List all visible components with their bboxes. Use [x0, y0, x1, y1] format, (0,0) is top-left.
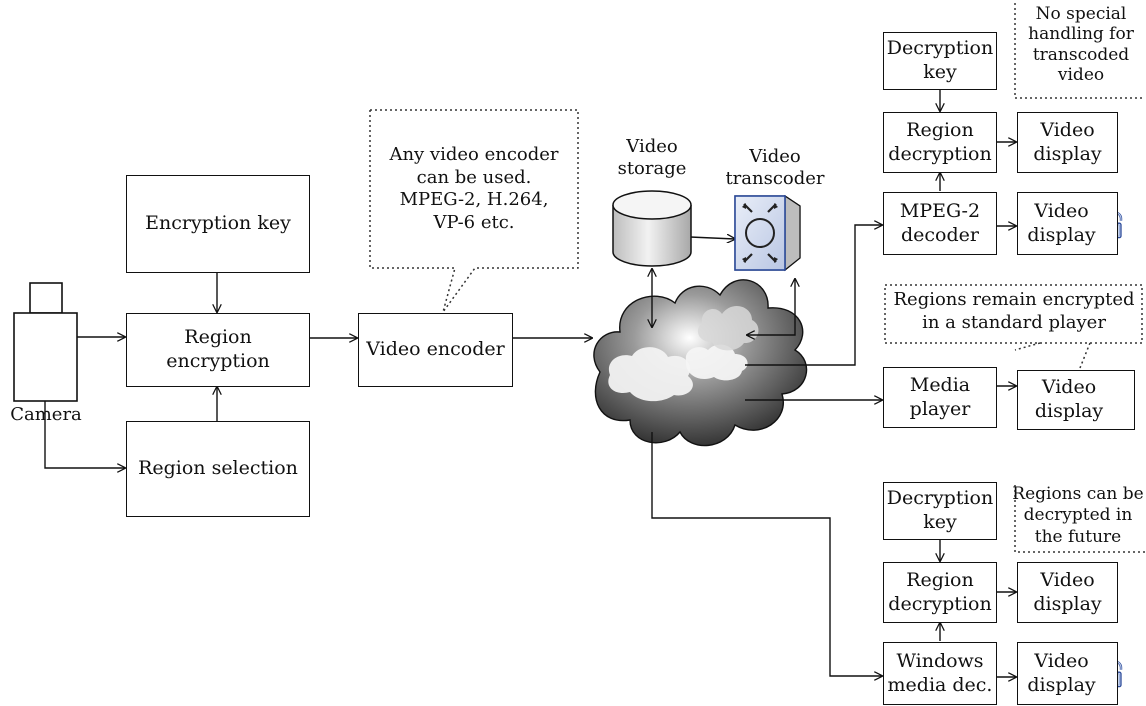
encoder-note-line-2: can be used. — [416, 166, 532, 188]
cloud-to-mpeg2-arrow — [745, 225, 882, 366]
windows-media-dec-line-2: media dec. — [887, 673, 993, 696]
no-special-line-3: transcoded — [1032, 44, 1130, 65]
transcoder-label-line-2: transcoder — [725, 167, 825, 189]
camera-label: Camera — [10, 404, 82, 425]
video-display-bottom-line-1: Video — [1040, 568, 1095, 591]
encoder-callout — [369, 109, 579, 313]
remain-encrypted-frame — [884, 284, 1143, 344]
video-display-bottom-line-2: display — [1033, 592, 1102, 615]
future-line-1: Regions can be — [1012, 484, 1144, 504]
video-display-mpeg2-line-2: display — [1027, 223, 1096, 246]
mpeg2-decoder-box: MPEG-2 decoder — [883, 192, 997, 255]
remain-encrypted-pointer — [1014, 342, 1091, 369]
region-decryption-top-line-1: Region — [906, 118, 974, 141]
decryption-key-top-line-2: key — [923, 61, 957, 83]
no-special-line-4: video — [1057, 65, 1105, 86]
future-line-2: decrypted in — [1023, 505, 1133, 526]
storage-label-line-2: storage — [617, 157, 687, 179]
remain-encrypted-line-2: in a standard player — [922, 312, 1106, 334]
encryption-key-box: Encryption key — [126, 175, 310, 273]
camera-to-selection-arrow — [44, 401, 125, 468]
cloud-network-icon — [593, 279, 808, 447]
video-display-top-box: Video display — [1017, 112, 1118, 173]
cloud-to-windows-media-arrow — [651, 432, 882, 676]
video-display-windows-box: Video display — [1017, 642, 1118, 705]
video-display-media-line-1: Video — [1041, 376, 1097, 399]
future-line-3: the future — [1034, 526, 1122, 547]
video-display-media-box: Video display — [1017, 370, 1135, 430]
no-special-line-1: No special — [1035, 4, 1127, 24]
windows-media-dec-line-1: Windows — [896, 649, 984, 672]
storage-label-line-1: Video — [626, 136, 678, 157]
region-selection-box: Region selection — [126, 421, 310, 517]
region-decryption-bottom-box: Region decryption — [883, 562, 997, 623]
windows-media-dec-box: Windows media dec. — [883, 642, 997, 705]
storage-to-transcoder-arrow — [689, 237, 735, 239]
region-encryption-line-2: encryption — [166, 350, 270, 372]
transcoder-label-line-1: Video — [749, 146, 801, 167]
decryption-key-bottom-line-1: Decryption — [886, 487, 994, 510]
transcoder-icon — [734, 194, 801, 272]
camera-icon — [13, 282, 78, 402]
region-encryption-box: Region encryption — [126, 313, 310, 387]
video-display-windows-line-1: Video — [1034, 649, 1089, 672]
video-display-windows-line-2: display — [1027, 673, 1096, 696]
transcoder-label: Video transcoder — [720, 146, 830, 190]
future-frame — [1014, 485, 1145, 553]
media-player-line-1: Media — [909, 373, 971, 396]
video-display-top-line-2: display — [1033, 142, 1102, 165]
video-display-mpeg2-line-1: Video — [1034, 199, 1089, 222]
decryption-key-bottom-line-2: key — [923, 511, 957, 533]
region-decryption-top-box: Region decryption — [883, 112, 997, 173]
region-decryption-bottom-line-2: decryption — [888, 592, 992, 615]
video-encoder-box: Video encoder — [358, 313, 513, 387]
no-special-line-2: handling for — [1028, 24, 1134, 45]
transcoder-cloud-arrow — [747, 279, 795, 335]
mpeg2-decoder-line-2: decoder — [901, 223, 979, 246]
region-selection-label: Region selection — [138, 457, 298, 480]
remain-encrypted-line-1: Regions remain encrypted — [893, 289, 1135, 310]
encoder-note-line-1: Any video encoder — [389, 144, 559, 165]
video-display-mpeg2-box: Video display — [1017, 192, 1118, 255]
video-display-top-line-1: Video — [1040, 118, 1095, 141]
video-display-bottom-box: Video display — [1017, 562, 1118, 623]
region-decryption-top-line-2: decryption — [888, 142, 992, 165]
no-special-frame — [1014, 3, 1145, 99]
region-decryption-bottom-line-1: Region — [906, 568, 974, 591]
no-special-note: No special handling for transcoded video — [1016, 4, 1146, 86]
media-player-box: Media player — [883, 367, 997, 428]
storage-label: Video storage — [610, 136, 694, 180]
decryption-key-top-box: Decryption key — [883, 32, 997, 90]
future-note: Regions can be decrypted in the future — [1010, 484, 1146, 548]
remain-encrypted-note: Regions remain encrypted in a standard p… — [886, 288, 1142, 335]
video-encoder-label: Video encoder — [366, 338, 505, 361]
region-encryption-line-1: Region — [184, 326, 252, 349]
encoder-note: Any video encoder can be used. MPEG-2, H… — [372, 144, 576, 234]
encryption-key-label: Encryption key — [145, 212, 291, 235]
database-icon — [612, 190, 692, 267]
video-display-media-line-2: display — [1034, 400, 1104, 422]
decryption-key-bottom-box: Decryption key — [883, 482, 997, 540]
mpeg2-decoder-line-1: MPEG-2 — [899, 199, 981, 222]
media-player-line-2: player — [909, 397, 971, 420]
encoder-note-line-4: VP-6 etc. — [433, 211, 515, 233]
decryption-key-top-line-1: Decryption — [886, 37, 994, 60]
encoder-note-line-3: MPEG-2, H.264, — [399, 189, 549, 210]
